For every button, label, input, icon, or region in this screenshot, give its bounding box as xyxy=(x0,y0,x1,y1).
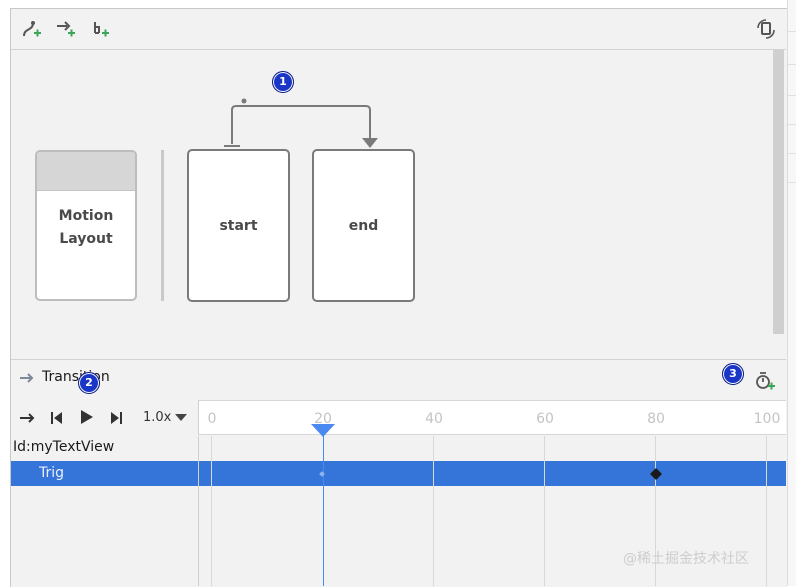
ruler-tick-label: 80 xyxy=(647,411,665,427)
cycle-layout-icon[interactable] xyxy=(755,18,777,40)
ruler-tick-label: 0 xyxy=(207,411,217,427)
start-label: start xyxy=(219,218,258,234)
top-toolbar xyxy=(11,9,786,50)
motion-layout-label-line2: Layout xyxy=(59,231,113,247)
ruler-tick-label: 100 xyxy=(753,411,781,427)
trigger-label: Trig xyxy=(39,465,65,481)
create-keyframe-icon[interactable] xyxy=(754,370,776,392)
canvas-scrollbar[interactable] xyxy=(773,50,784,334)
timeline-ruler[interactable]: 0 20 40 60 80 100 xyxy=(198,400,786,435)
timeline-empty-area xyxy=(11,486,786,586)
ruler-tick-label: 20 xyxy=(314,411,332,427)
motion-layout-label: Motion Layout xyxy=(37,205,135,251)
end-label: end xyxy=(348,218,379,234)
timeline-gridline xyxy=(655,436,656,586)
jump-to-end-icon[interactable] xyxy=(108,410,124,426)
callout-badge-1: 1 xyxy=(272,71,294,93)
playhead-handle[interactable] xyxy=(311,424,335,438)
loop-direction-icon[interactable] xyxy=(18,410,38,426)
timeline-gridline xyxy=(766,436,767,586)
canvas-divider xyxy=(161,150,164,301)
start-constraint-set[interactable]: start xyxy=(187,149,290,302)
playback-controls: 1.0x xyxy=(11,400,198,435)
watermark: @稀土掘金技术社区 xyxy=(623,551,749,567)
ruler-tick-label: 40 xyxy=(425,411,443,427)
trigger-row[interactable]: Trig xyxy=(11,461,786,486)
motion-layout-card[interactable]: Motion Layout xyxy=(35,150,137,301)
timeline-gridline xyxy=(433,436,434,586)
playhead-line xyxy=(323,434,324,586)
jump-to-start-icon[interactable] xyxy=(49,410,65,426)
right-edge-panel xyxy=(787,0,796,586)
ruler-tick-label: 60 xyxy=(536,411,554,427)
transition-arrow-icon xyxy=(20,373,34,383)
timeline-gridline xyxy=(211,436,212,586)
create-click-handler-icon[interactable] xyxy=(89,19,111,41)
chevron-down-icon[interactable] xyxy=(175,414,187,422)
callout-badge-2: 2 xyxy=(78,372,100,394)
motion-layout-label-line1: Motion xyxy=(58,208,114,224)
create-constraint-set-icon[interactable] xyxy=(21,19,43,41)
motion-layout-card-header xyxy=(37,152,135,191)
timeline-gridline xyxy=(544,436,545,586)
end-constraint-set[interactable]: end xyxy=(312,149,415,302)
view-id-label: Id:myTextView xyxy=(13,439,115,455)
keyframe-marker[interactable] xyxy=(650,468,662,480)
play-icon[interactable] xyxy=(78,408,96,426)
playback-speed-select[interactable]: 1.0x xyxy=(143,410,172,425)
callout-badge-3: 3 xyxy=(722,363,744,385)
timeline-left-border xyxy=(198,436,199,586)
create-transition-icon[interactable] xyxy=(55,19,77,41)
transition-header: Transition xyxy=(11,359,786,400)
view-row[interactable]: Id:myTextView xyxy=(11,436,786,461)
